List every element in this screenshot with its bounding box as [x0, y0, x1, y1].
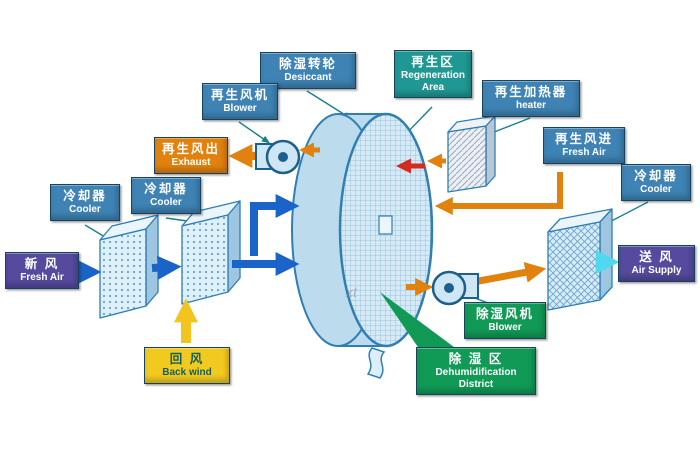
dehum-blower-label-zh: 除湿风机 — [475, 307, 534, 321]
label-air-supply: 送 风 Air Supply — [618, 245, 695, 282]
wheel-hub-marker — [378, 215, 393, 235]
label-back-wind: 回 风 Back wind — [144, 347, 230, 384]
cooler-left-inner-label-zh: 冷却器 — [144, 182, 188, 196]
cooler-right-label-en: Cooler — [640, 184, 672, 196]
label-regen-fresh-air: 再生风进 Fresh Air — [543, 127, 625, 164]
regen-heater-label-en: heater — [515, 100, 546, 112]
exhaust-label-zh: 再生风出 — [161, 142, 220, 156]
label-regen-blower: 再生风机 Blower — [202, 83, 278, 120]
callout-regen-blower — [238, 121, 271, 144]
cooler-left-outer-unit — [99, 214, 159, 319]
back-wind-label-zh: 回 风 — [169, 352, 205, 366]
cooler-left-outer-label-en: Cooler — [69, 204, 101, 216]
label-dehum-district: 除 湿 区 Dehumidification District — [416, 347, 536, 396]
air-supply-label-en: Air Supply — [631, 265, 682, 277]
regen-blower-fan — [255, 139, 301, 175]
cooler-right-label-zh: 冷却器 — [634, 169, 678, 183]
watermark-text: xt — [346, 284, 357, 300]
label-desiccant-wheel: 除湿转轮 Desiccant — [260, 52, 356, 89]
dehum-blower-fan — [431, 270, 479, 306]
fresh-air-label-en: Fresh Air — [20, 272, 64, 284]
flow-arrows — [77, 142, 620, 343]
desiccant-label-en: Desiccant — [284, 72, 332, 84]
dehum-district-wedge — [380, 292, 458, 350]
label-regen-area: 再生区 Regeneration Area — [394, 50, 472, 99]
dehum-district-label-zh: 除 湿 区 — [448, 352, 504, 366]
cooler-left-inner-label-en: Cooler — [150, 197, 182, 209]
cooler-left-inner-unit — [181, 200, 241, 305]
label-fresh-air: 新 风 Fresh Air — [5, 252, 79, 289]
label-exhaust: 再生风出 Exhaust — [154, 137, 228, 174]
label-cooler-left-outer: 冷却器 Cooler — [50, 184, 120, 221]
regen-area-label-zh: 再生区 — [411, 55, 455, 69]
regen-fresh-air-label-zh: 再生风进 — [554, 132, 613, 146]
label-cooler-right: 冷却器 Cooler — [621, 164, 691, 201]
cooler-link-arrow — [151, 255, 182, 280]
rotation-ribbon-icon — [366, 347, 386, 379]
label-regen-heater: 再生加热器 heater — [482, 80, 580, 117]
dehum-district-label-en: Dehumidification District — [435, 367, 517, 390]
dehum-blower-label-en: Blower — [488, 322, 522, 334]
air-supply-label-zh: 送 风 — [639, 250, 674, 264]
regen-fresh-air-label-en: Fresh Air — [562, 147, 606, 159]
fresh-air-label-zh: 新 风 — [24, 257, 60, 271]
regen-area-label-en: Regeneration Area — [401, 70, 465, 93]
regen-blower-label-en: Blower — [223, 103, 257, 115]
exhaust-label-en: Exhaust — [171, 157, 211, 169]
back-wind-label-en: Back wind — [162, 367, 212, 379]
cooler-left-outer-label-zh: 冷却器 — [63, 189, 107, 203]
desiccant-label-zh: 除湿转轮 — [278, 57, 337, 71]
regen-heater-unit — [447, 115, 496, 193]
dehum-blower-to-cooler-arrow — [467, 261, 547, 287]
regen-air-inlet-path — [434, 172, 563, 215]
label-cooler-left-inner: 冷却器 Cooler — [131, 177, 201, 214]
regen-blower-label-zh: 再生风机 — [210, 88, 269, 102]
regen-heater-label-zh: 再生加热器 — [494, 85, 568, 99]
wheel-inlet-arrow-upper — [250, 194, 300, 256]
label-dehum-blower: 除湿风机 Blower — [464, 302, 546, 339]
